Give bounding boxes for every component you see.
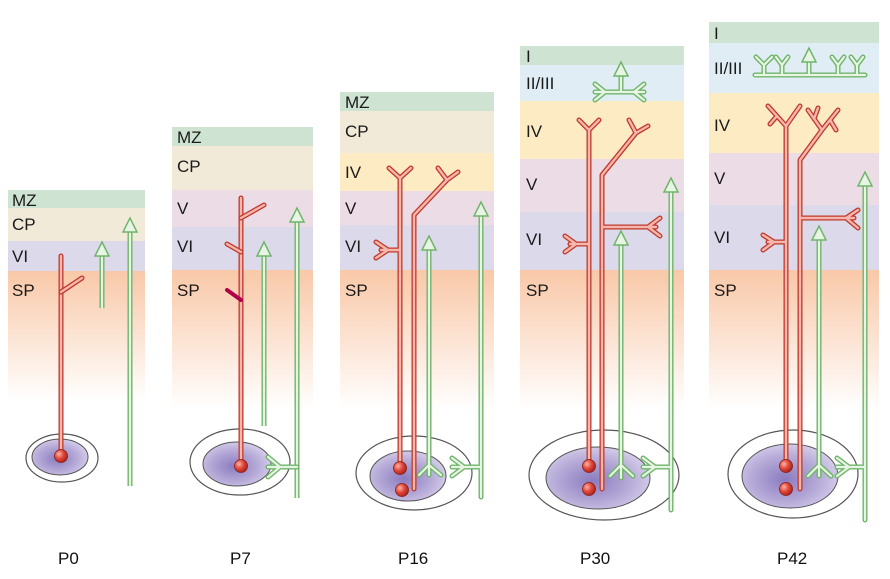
stage-label: P7 [230, 549, 251, 568]
thalamocortical-axon [93, 216, 139, 486]
layer-sp [8, 271, 145, 401]
layer-mz [340, 92, 494, 111]
layer-ii-iii [709, 43, 879, 93]
layer-cp [340, 111, 494, 153]
corticothalamic-axon [224, 195, 267, 468]
thalamic-nucleus [369, 450, 447, 502]
layer-label: CP [12, 215, 36, 234]
layer-vi [8, 241, 145, 271]
stage-label: P0 [58, 549, 79, 568]
layer-cp [172, 146, 313, 190]
stage-label: P30 [580, 549, 610, 568]
layer-label: IV [714, 116, 731, 135]
neuron-soma [779, 459, 793, 473]
layer-label: VI [526, 230, 542, 249]
layer-label: V [345, 199, 357, 218]
corticothalamic-axon [58, 253, 85, 458]
layer-label: MZ [345, 93, 370, 112]
stage-label: P42 [777, 549, 807, 568]
layer-sp [709, 270, 879, 410]
layer-label: VI [177, 237, 193, 256]
layer-label: I [714, 24, 719, 43]
layer-label: VI [12, 247, 28, 266]
thalamocortical-axon [592, 60, 680, 513]
layer-label: V [177, 199, 189, 218]
neuron-soma [779, 482, 793, 496]
layer-sp [340, 270, 494, 410]
panel-p0: MZ CP VI SP P0 [8, 190, 145, 568]
layer-mz [172, 127, 313, 146]
corticothalamic-axon [562, 117, 663, 492]
layer-mz [8, 190, 145, 208]
layer-label: II/III [526, 74, 554, 93]
panel-p42: I II/III IV V VI SP P42 [709, 22, 879, 568]
thalamic-nucleus [741, 443, 839, 509]
thalamocortical-axon [416, 200, 490, 500]
layer-vi [340, 225, 494, 270]
stage-label: P16 [398, 549, 428, 568]
neuron-soma [54, 449, 68, 463]
neuron-soma [393, 461, 407, 475]
neuron-soma [582, 459, 596, 473]
layer-label: I [526, 47, 531, 66]
layer-v [340, 191, 494, 225]
layer-iv [709, 93, 879, 153]
layer-label: MZ [12, 191, 37, 210]
layer-label: VI [714, 228, 730, 247]
layer-label: SP [177, 281, 200, 300]
layer-iv [340, 153, 494, 191]
layer-label: II/III [714, 59, 742, 78]
layer-label: MZ [177, 128, 202, 147]
corticothalamic-axon [760, 103, 861, 492]
panel-p16: MZ CP IV V VI SP P16 [340, 92, 494, 568]
corticothalamic-axon [373, 165, 461, 492]
layer-iv [520, 101, 684, 159]
thalamocortical-axon [255, 206, 306, 498]
thalamic-nucleus [545, 446, 651, 510]
layer-label: IV [345, 163, 362, 182]
panel-p7: MZ CP V VI SP P7 [172, 127, 313, 568]
layer-label: VI [345, 237, 361, 256]
panel-p30: I II/III IV V VI SP P30 [520, 46, 684, 568]
layer-label: SP [12, 281, 35, 300]
neuron-soma [395, 483, 409, 497]
layer-label: IV [526, 122, 543, 141]
layer-i [709, 22, 879, 43]
layer-label: V [714, 169, 726, 188]
layer-label: SP [345, 281, 368, 300]
thalamocortical-axon [752, 46, 874, 523]
layer-v [709, 153, 879, 205]
layer-label: CP [177, 157, 201, 176]
layer-label: SP [714, 281, 737, 300]
layer-label: CP [345, 122, 369, 141]
layer-cp [8, 208, 145, 241]
layer-i [520, 46, 684, 65]
neuron-soma [234, 459, 248, 473]
layer-label: V [526, 175, 538, 194]
layer-label: SP [526, 281, 549, 300]
neuron-soma [582, 482, 596, 496]
